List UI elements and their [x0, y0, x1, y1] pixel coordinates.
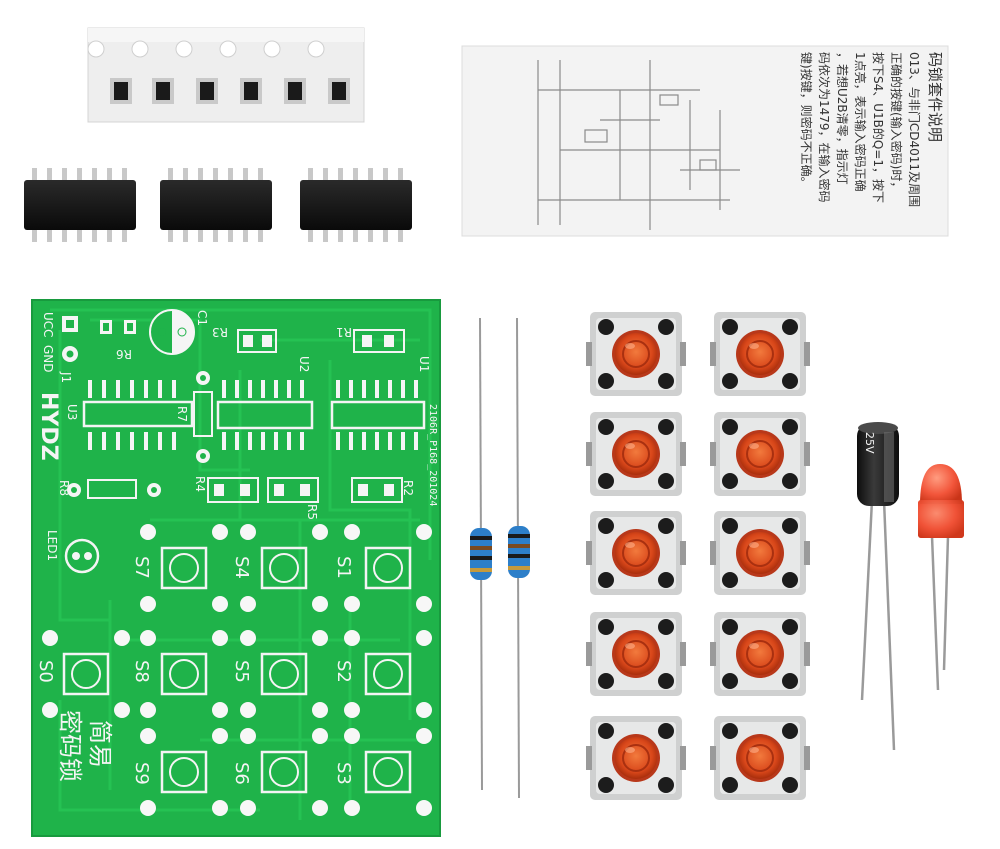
tactile-switch [585, 715, 687, 801]
instruction-line: 键)按键，则密码不正确。 [799, 52, 814, 189]
r4-label: R4 [193, 476, 207, 492]
c1-footprint [149, 309, 195, 355]
pcb-title-line1: 简易 [86, 720, 114, 768]
ucc-label: UCC [41, 312, 55, 338]
r1-label: R1 [336, 325, 352, 339]
u3-footprint [82, 380, 194, 450]
u2-label: U2 [297, 356, 311, 372]
soic-ic-chips [24, 168, 412, 242]
instruction-line: 1点亮，表示输入密码正确 [853, 52, 868, 192]
r2-label: R2 [401, 480, 415, 496]
switch-label-s3: S3 [333, 762, 354, 785]
led1-footprint [64, 538, 100, 574]
c1-label: C1 [195, 310, 209, 326]
u3-label: U3 [65, 404, 79, 420]
switch-label-s8: S8 [131, 660, 152, 683]
instruction-line: 013、与非门CD4011及周围 [907, 52, 922, 207]
u1-label: U1 [417, 356, 431, 372]
red-led [918, 464, 964, 691]
capacitor-marking: 25V [863, 432, 876, 454]
hydz-label: HYDZ [36, 392, 61, 461]
instruction-line: 正确的按键(输入密码)时， [889, 52, 904, 193]
r8-footprint [67, 479, 161, 499]
switch-label-s1: S1 [333, 556, 354, 579]
tactile-switch [585, 611, 687, 697]
instruction-sheet: 码锁套件说明 013、与非门CD4011及周围 正确的按键(输入密码)时， 按下… [461, 45, 949, 237]
r3-label: R3 [212, 325, 228, 339]
r6-label: R6 [116, 347, 132, 361]
j1-label: J1 [59, 371, 73, 383]
r7-footprint [193, 371, 213, 463]
instruction-line: ，若想U2B清零，指示灯 [835, 52, 850, 185]
tactile-switch [585, 411, 687, 497]
r6-footprint [100, 320, 136, 334]
smd-resistor-tape [87, 27, 365, 123]
tactile-switch [709, 311, 811, 397]
switch-label-s7: S7 [131, 556, 152, 579]
pcb-switch-labels: S7 S4 S1 S0 S8 S5 S2 S9 S6 S3 [35, 556, 354, 785]
pcb-title-line2: 密码锁 [56, 710, 84, 782]
r5-footprint [267, 477, 319, 503]
tactile-switch [709, 411, 811, 497]
r3-footprint [237, 329, 277, 353]
switch-label-s0: S0 [35, 660, 56, 683]
led1-label: LED1 [45, 530, 59, 561]
instruction-line: 码依次为1479，在输入密码 [817, 52, 832, 203]
tactile-switch [709, 715, 811, 801]
electrolytic-capacitor: 25V [857, 422, 899, 751]
switch-label-s5: S5 [231, 660, 252, 683]
version-label: 2106R_P168_201024 [427, 404, 438, 506]
instruction-text: 码锁套件说明 013、与非门CD4011及周围 正确的按键(输入密码)时， 按下… [799, 52, 944, 207]
axial-resistors [470, 317, 530, 799]
instruction-line: 按下S4、U1B的Q=1，按下 [871, 52, 886, 203]
gnd-label: GND [41, 345, 55, 373]
tactile-switch [585, 311, 687, 397]
r5-label: R5 [305, 504, 319, 520]
pcb-board: UCC GND J1 HYDZ R6 C1 R3 R1 [31, 299, 441, 837]
switch-label-s4: S4 [231, 556, 252, 579]
j1-connector [62, 316, 78, 362]
u1-footprint [330, 380, 426, 450]
tactile-switch [709, 611, 811, 697]
switch-label-s9: S9 [131, 762, 152, 785]
tactile-switch [709, 510, 811, 596]
r8-label: R8 [57, 480, 71, 496]
switch-label-s6: S6 [231, 762, 252, 785]
u2-footprint [216, 380, 314, 450]
tactile-switch [585, 510, 687, 596]
r1-footprint [353, 329, 405, 353]
r4-footprint [207, 477, 259, 503]
r7-label: R7 [175, 406, 189, 422]
tactile-switches [585, 311, 811, 801]
r2-footprint [351, 477, 403, 503]
switch-label-s2: S2 [333, 660, 354, 683]
instruction-line: 码锁套件说明 [926, 52, 944, 142]
